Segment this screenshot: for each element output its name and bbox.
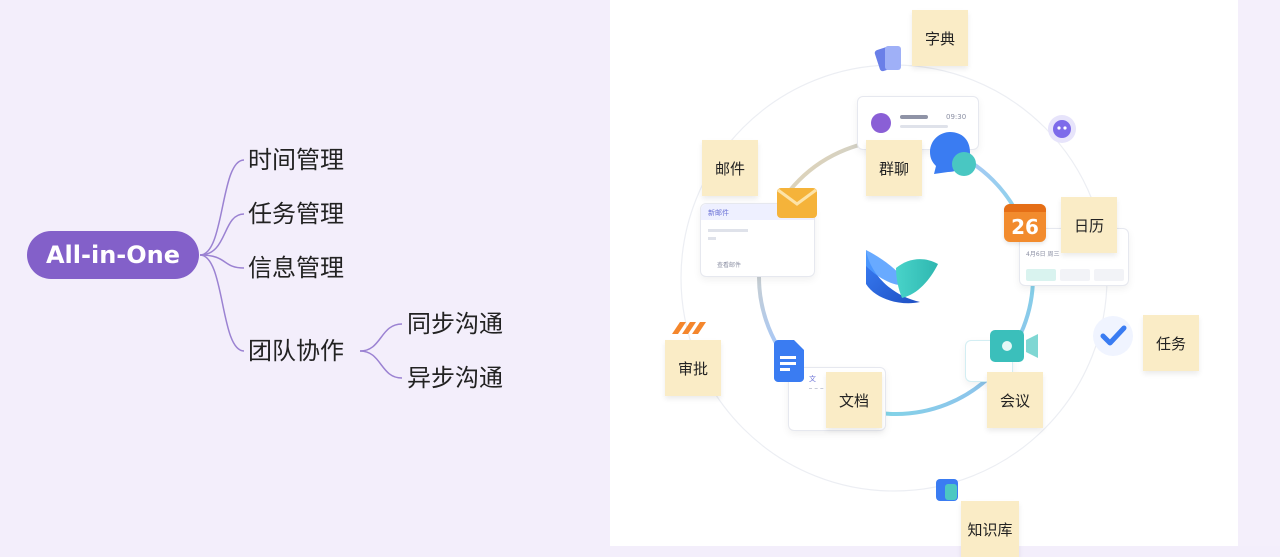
sub-branch-sync: 同步沟通 [407,310,503,338]
envelope-icon [777,188,817,218]
branch-task-management: 任务管理 [248,200,344,228]
calendar-icon-day: 26 [1011,215,1039,239]
sub-branch-async: 异步沟通 [407,364,503,392]
mindmap-connectors [199,159,403,379]
mail-card: 新邮件 查看邮件 [700,203,815,277]
connector-sync [359,323,403,352]
sticky-mail: 邮件 [702,140,758,196]
mail-card-view-button: 查看邮件 [717,262,742,269]
sticky-meeting: 会议 [987,372,1043,428]
mindmap-panel: All-in-One 时间管理 任务管理 信息管理 团队协作 同步沟通 异步沟通 [0,0,610,546]
sticky-wiki: 知识库 [961,501,1019,557]
doc-card-char: 文 [809,375,816,383]
sticky-task: 任务 [1143,315,1199,371]
connector-task [199,213,245,256]
group-avatar-icon [871,113,891,133]
sticky-calendar: 日历 [1061,197,1117,253]
task-check-icon [1093,316,1133,356]
calendar-icon: 26 [1004,204,1046,242]
branch-time-management: 时间管理 [248,146,344,174]
right-margin-strip [1238,0,1280,546]
connector-info [199,254,245,269]
approval-icon [672,322,706,334]
sticky-approval: 审批 [665,340,721,396]
document-icon [774,340,804,382]
connector-async [359,350,403,379]
connector-team [199,254,245,352]
chat-time: 09:30 [946,113,967,121]
sticky-docs: 文档 [826,372,882,428]
calendar-date-line: 4月6日 周三 [1026,251,1060,258]
chatbot-icon [1048,115,1076,143]
connector-time [199,159,245,256]
feature-ring-panel: 09:30 新邮件 查看邮件 4月6日 周三 26 [610,0,1238,557]
lark-logo-icon [866,250,938,304]
dictionary-icon [874,46,901,72]
branch-info-management: 信息管理 [248,254,344,282]
mail-card-title: 新邮件 [708,209,729,217]
sticky-group-chat: 群聊 [866,140,922,196]
branch-team-collaboration: 团队协作 [248,337,344,365]
chat-bubble-icon [930,132,976,176]
wiki-icon [936,479,958,501]
mindmap-root: All-in-One [27,231,199,279]
sticky-dictionary: 字典 [912,10,968,66]
video-camera-icon [990,330,1038,362]
